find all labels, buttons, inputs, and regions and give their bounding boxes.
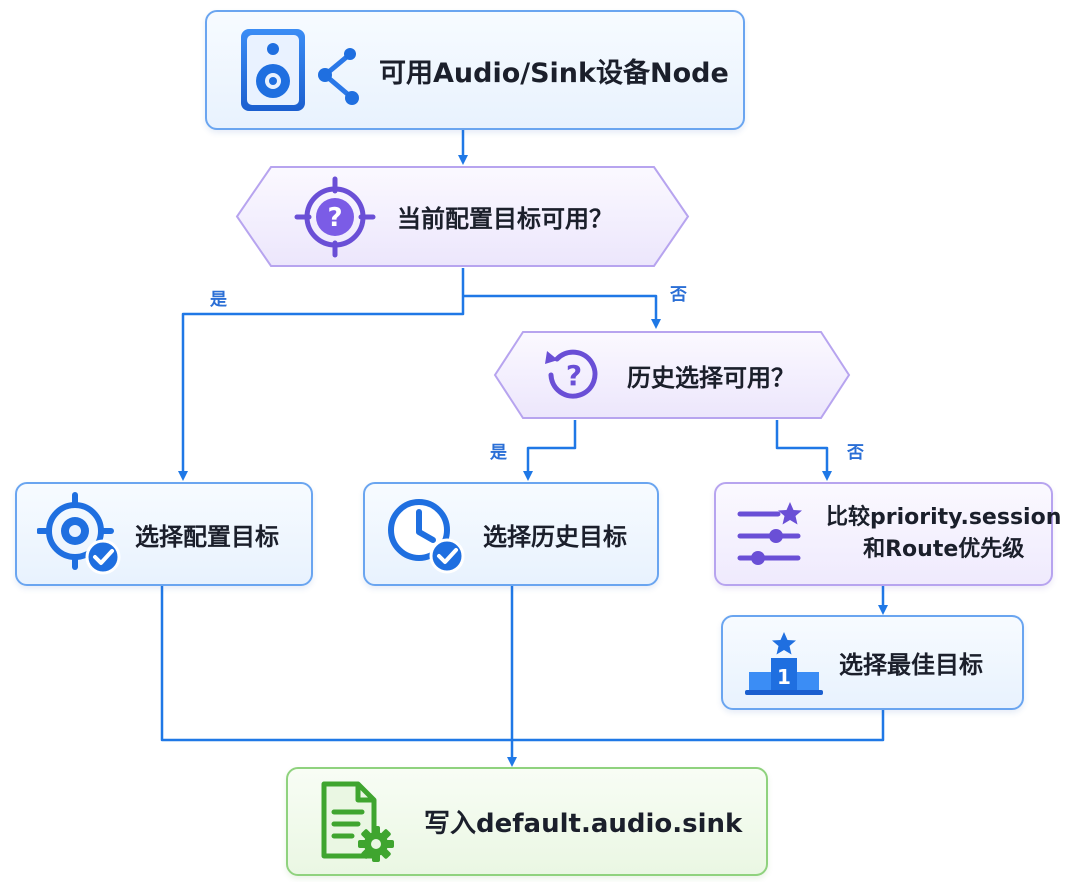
target-check-icon (37, 492, 121, 575)
select-config-target-node: 选择配置目标 (15, 482, 313, 586)
write-default-sink-node: 写入default.audio.sink (286, 767, 768, 876)
edge-label-config-no: 否 (670, 285, 687, 305)
source-node: 可用Audio/Sink设备Node (205, 10, 745, 130)
compare-priority-node: 比较priority.session 和Route优先级 (714, 482, 1061, 586)
document-gear-icon (321, 781, 394, 862)
source-node-label: 可用Audio/Sink设备Node (379, 57, 729, 89)
svg-text:1: 1 (777, 665, 791, 689)
edge-label-history-no: 否 (847, 443, 864, 463)
svg-text:?: ? (327, 203, 342, 233)
edge-history-yes (523, 420, 577, 481)
decision-config-label: 当前配置目标可用？ (397, 205, 613, 233)
decision-config-available: ? 当前配置目标可用？ (235, 165, 690, 268)
podium-icon: 1 (745, 631, 823, 695)
edge-decision-yes (178, 268, 465, 481)
svg-text:?: ? (566, 359, 582, 392)
compare-priority-line2: 和Route优先级 (863, 537, 1025, 562)
edge-history-no (775, 420, 832, 481)
speaker-node-icon (241, 29, 359, 111)
compare-priority-line1: 比较priority.session (826, 505, 1062, 530)
select-best-target-node: 1 选择最佳目标 (721, 615, 1024, 710)
edge-label-history-yes: 是 (490, 443, 507, 463)
edge-label-config-yes: 是 (210, 290, 227, 310)
target-question-icon: ? (294, 176, 376, 257)
clock-check-icon (388, 499, 465, 574)
edge-config-to-write (160, 586, 885, 742)
decision-history-label: 历史选择可用？ (627, 363, 795, 392)
decision-history-available: ? 历史选择可用？ (493, 330, 851, 420)
select-history-target-label: 选择历史目标 (483, 522, 627, 551)
write-default-sink-label: 写入default.audio.sink (424, 809, 743, 839)
select-history-target-node: 选择历史目标 (363, 482, 659, 586)
history-question-icon: ? (545, 349, 598, 399)
sliders-star-icon (737, 502, 802, 565)
select-config-target-label: 选择配置目标 (135, 522, 279, 551)
select-best-target-label: 选择最佳目标 (839, 651, 983, 679)
edge-decision-no (463, 294, 661, 329)
